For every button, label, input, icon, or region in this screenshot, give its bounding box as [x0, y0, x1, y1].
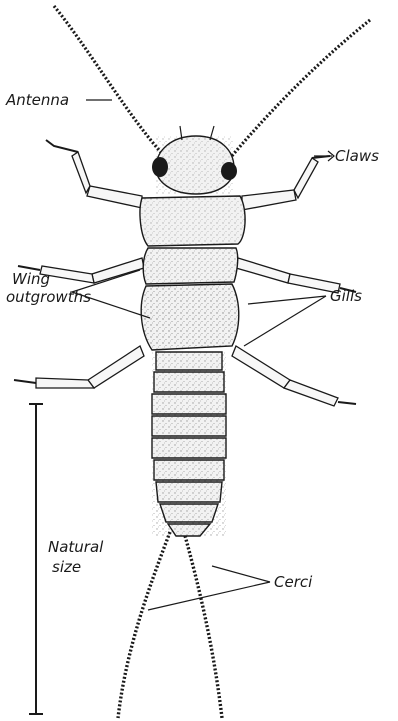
natural-size-scale-bar — [29, 404, 43, 714]
left-eye — [152, 157, 168, 177]
cerci-leader-lower — [148, 582, 270, 610]
label-claws: Claws — [335, 147, 379, 165]
label-size: size — [52, 558, 81, 576]
label-antenna: Antenna — [5, 91, 69, 109]
mid-left-femur — [92, 258, 144, 283]
left-antenna — [54, 6, 168, 160]
front-right-femur — [242, 190, 296, 210]
label-cerci: Cerci — [274, 573, 313, 591]
cerci — [118, 532, 222, 718]
hind-right-tibia — [284, 380, 338, 406]
label-gills: Gills — [330, 287, 362, 305]
front-left-femur — [87, 186, 142, 208]
right-cercus — [184, 532, 222, 718]
hind-left-tibia — [36, 378, 94, 388]
front-left-tarsus — [46, 140, 78, 152]
hind-left-femur — [88, 346, 144, 388]
right-antenna — [226, 20, 370, 163]
front-right-tibia — [294, 158, 318, 198]
label-natural: Natural — [48, 538, 104, 556]
label-wing: Wing — [12, 270, 50, 288]
right-eye — [221, 162, 237, 180]
insect-body — [140, 126, 245, 536]
front-left-tibia — [72, 152, 90, 193]
label-outgrowths: outgrowths — [6, 288, 91, 306]
hind-right-tarsus — [338, 402, 356, 404]
hind-right-femur — [232, 346, 290, 388]
abdomen — [152, 352, 226, 536]
hind-left-tarsus — [14, 380, 36, 383]
left-cercus — [118, 532, 170, 718]
mid-right-femur — [236, 258, 290, 283]
cerci-leader-upper — [212, 566, 270, 582]
